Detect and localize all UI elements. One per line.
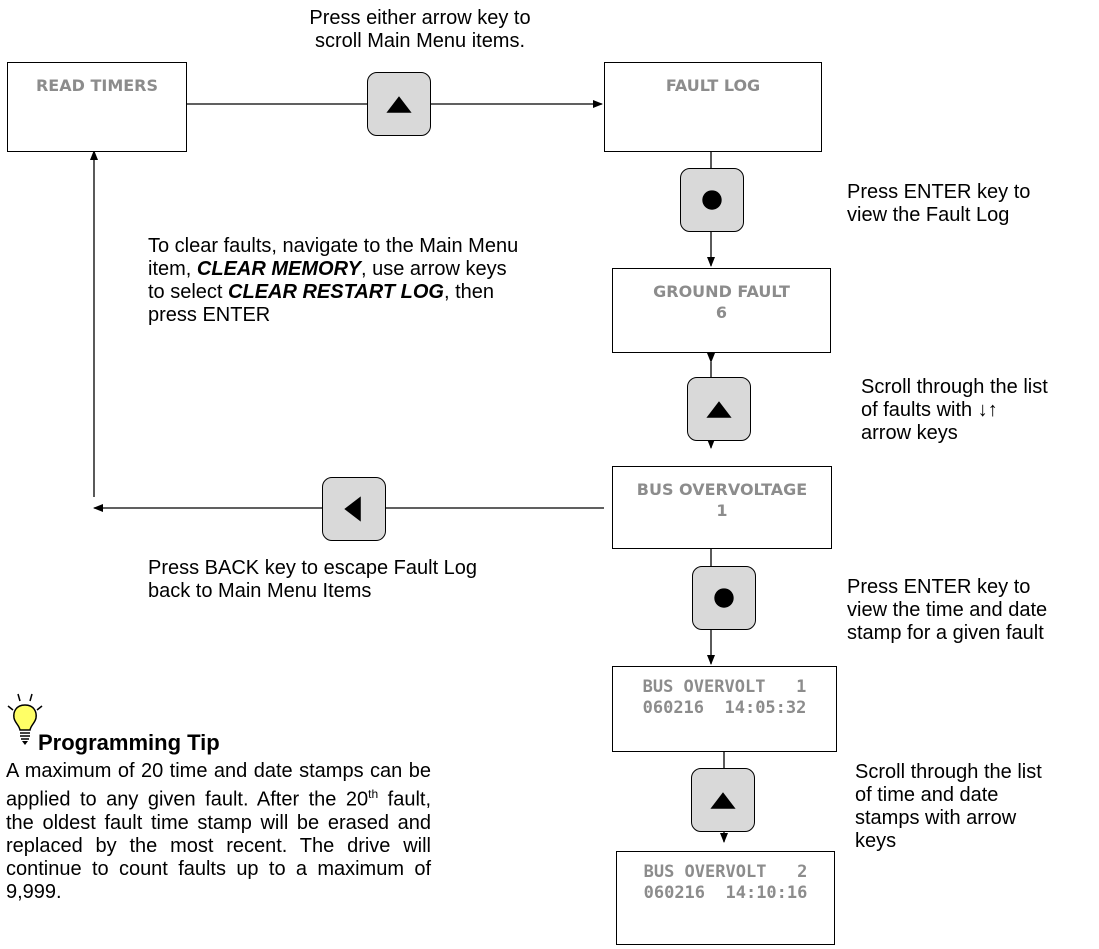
note-line: view the Fault Log xyxy=(847,204,1010,226)
enter-key[interactable] xyxy=(680,168,744,232)
screen-ground-fault: GROUND FAULT 6 xyxy=(612,268,831,353)
note-enter-fault-log: Press ENTER key to view the Fault Log xyxy=(847,181,1030,227)
screen-line-2: 060216 14:05:32 xyxy=(642,698,807,718)
note-line: of faults with ↓↑ xyxy=(861,399,998,421)
tip-text: fault, the oldest fault time stamp will … xyxy=(6,788,431,903)
screen-fault-log: FAULT LOG xyxy=(604,62,822,152)
note-line: Press ENTER key to xyxy=(847,181,1031,203)
note-line: stamp for a given fault xyxy=(847,622,1044,644)
note-line: back to Main Menu Items xyxy=(148,580,372,602)
note-line: of time and date xyxy=(855,784,999,806)
screen-read-timers: READ TIMERS xyxy=(7,62,187,152)
up-arrow-key[interactable] xyxy=(691,768,755,832)
left-triangle-icon xyxy=(344,496,361,522)
clear-memory-label: CLEAR MEMORY xyxy=(196,258,361,280)
note-text: , then xyxy=(443,281,495,303)
note-scroll-stamps: Scroll through the list of time and date… xyxy=(855,761,1042,853)
screen-line-1: FAULT LOG xyxy=(665,76,761,95)
note-line: view the time and date xyxy=(847,599,1048,621)
note-text: to select xyxy=(148,281,229,303)
clear-restart-log-label: CLEAR RESTART LOG xyxy=(228,281,444,303)
up-arrow-key[interactable] xyxy=(687,377,751,441)
lightbulb-icon xyxy=(7,693,43,745)
screen-bus-overvoltage: BUS OVERVOLTAGE 1 xyxy=(612,466,832,549)
back-arrow-key[interactable] xyxy=(322,477,386,541)
screen-line-1: BUS OVERVOLT 2 xyxy=(643,862,808,882)
note-text: , use arrow keys xyxy=(361,258,507,280)
enter-key[interactable] xyxy=(692,566,756,630)
screen-bus-overvolt-1: BUS OVERVOLT 1 060216 14:05:32 xyxy=(612,666,837,752)
note-line: stamps with arrow xyxy=(855,807,1017,829)
note-line: Press BACK key to escape Fault Log xyxy=(148,557,478,579)
screen-line-1: BUS OVERVOLT 1 xyxy=(642,677,807,697)
screen-line-1: GROUND FAULT xyxy=(653,282,790,301)
note-line: Press ENTER key to xyxy=(847,576,1031,598)
up-triangle-icon xyxy=(706,401,732,418)
note-text: item, xyxy=(148,258,197,280)
note-scroll-main-menu: Press either arrow key to scroll Main Me… xyxy=(255,7,585,53)
programming-tip-title: Programming Tip xyxy=(38,730,220,755)
note-enter-timestamp: Press ENTER key to view the time and dat… xyxy=(847,576,1047,645)
enter-dot-icon xyxy=(714,588,734,608)
screen-line-2: 6 xyxy=(715,303,728,322)
note-back-key: Press BACK key to escape Fault Log back … xyxy=(148,557,477,603)
note-scroll-faults: Scroll through the list of faults with ↓… xyxy=(861,376,1048,445)
enter-dot-icon xyxy=(702,190,722,210)
note-line: Scroll through the list xyxy=(855,761,1042,783)
note-line: arrow keys xyxy=(861,422,958,444)
note-line: scroll Main Menu items. xyxy=(314,30,526,52)
note-line: Press either arrow key to xyxy=(309,7,531,29)
note-line: Scroll through the list xyxy=(861,376,1048,398)
programming-tip-body: A maximum of 20 time and date stamps can… xyxy=(6,760,431,904)
note-line: to select CLEAR RESTART LOG, then xyxy=(148,281,518,304)
screen-line-1: READ TIMERS xyxy=(35,76,159,95)
up-arrow-key[interactable] xyxy=(367,72,431,136)
note-line: To clear faults, navigate to the Main Me… xyxy=(148,235,519,257)
tip-superscript: th xyxy=(368,787,379,801)
screen-line-2: 060216 14:10:16 xyxy=(643,883,808,903)
note-line: item, CLEAR MEMORY, use arrow keys xyxy=(148,258,518,281)
up-triangle-icon xyxy=(710,792,736,809)
up-triangle-icon xyxy=(386,96,412,113)
note-clear-faults: To clear faults, navigate to the Main Me… xyxy=(148,235,518,327)
note-line: press ENTER xyxy=(148,304,271,326)
screen-line-1: BUS OVERVOLTAGE xyxy=(636,480,808,499)
tip-text: A maximum of 20 time and date stamps can… xyxy=(6,760,431,811)
screen-bus-overvolt-2: BUS OVERVOLT 2 060216 14:10:16 xyxy=(616,851,835,945)
screen-line-2: 1 xyxy=(716,501,728,520)
note-line: keys xyxy=(855,830,897,852)
